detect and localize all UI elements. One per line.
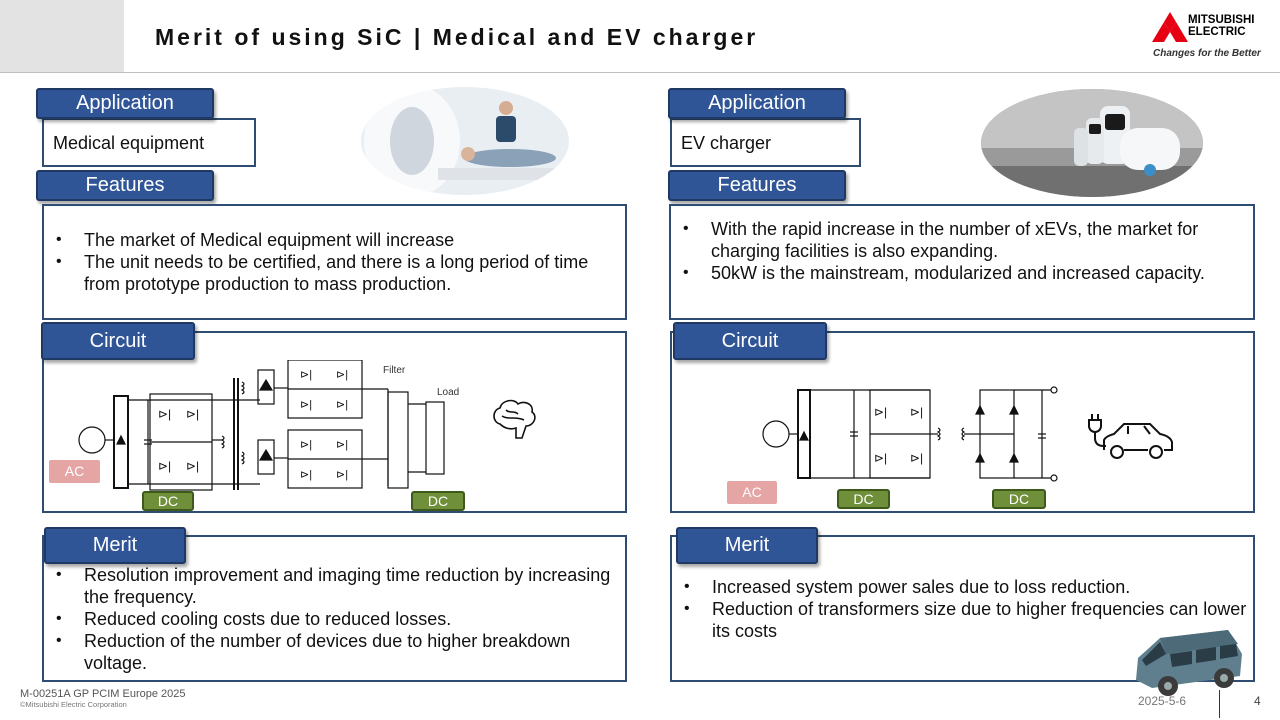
svg-text:⊳|: ⊳|	[874, 451, 887, 465]
van-illustration	[1136, 630, 1242, 696]
filter-label: Filter	[383, 365, 406, 376]
ev-charger-image	[981, 89, 1203, 197]
brain-icon	[493, 399, 536, 439]
list-item: Resolution improvement and imaging time …	[44, 564, 619, 608]
left-ac-badge: AC	[49, 460, 100, 483]
svg-text:⊳|: ⊳|	[336, 469, 348, 481]
logo-slogan: Changes for the Better	[1153, 48, 1261, 59]
list-item: 50kW is the mainstream, modularized and …	[671, 262, 1241, 284]
page-number: 4	[1254, 694, 1261, 708]
left-circuit-tab: Circuit	[41, 322, 195, 360]
list-item: Reduced cooling costs due to reduced los…	[44, 608, 619, 630]
ev-car-plug-icon	[1088, 414, 1173, 459]
footer-copyright: ©Mitsubishi Electric Corporation	[20, 700, 127, 709]
svg-text:⊳|: ⊳|	[300, 369, 312, 381]
right-dc-badge-2: DC	[992, 489, 1046, 509]
footer-divider	[1219, 690, 1220, 718]
svg-text:⊳|: ⊳|	[186, 459, 199, 473]
svg-text:⊳|: ⊳|	[158, 459, 171, 473]
left-features-list: The market of Medical equipment will inc…	[44, 229, 614, 295]
right-application-tab: Application	[668, 88, 846, 119]
svg-text:⊳|: ⊳|	[874, 405, 887, 419]
list-item: The market of Medical equipment will inc…	[44, 229, 614, 251]
right-ac-badge: AC	[727, 481, 777, 504]
right-features-tab: Features	[668, 170, 846, 201]
left-merit-list: Resolution improvement and imaging time …	[44, 564, 619, 674]
right-dc-badge-1: DC	[837, 489, 890, 509]
list-item: The unit needs to be certified, and ther…	[44, 251, 614, 295]
load-label: Load	[437, 387, 460, 398]
left-circuit-box	[42, 331, 627, 513]
page-title: Merit of using SiC | Medical and EV char…	[155, 24, 759, 50]
list-item: With the rapid increase in the number of…	[671, 218, 1241, 262]
header-divider	[0, 72, 1280, 73]
right-merit-tab: Merit	[676, 527, 818, 564]
medical-circuit-diagram: ⊳| ⊳| ⊳| ⊳| ⊳| ⊳| ⊳| ⊳| ⊳| ⊳| ⊳| ⊳|	[78, 360, 445, 491]
footer-doc-id: M-00251A GP PCIM Europe 2025	[20, 688, 186, 700]
svg-text:⊳|: ⊳|	[300, 469, 312, 481]
ev-charger-circuit-diagram: ⊳| ⊳| ⊳| ⊳|	[762, 386, 1058, 482]
right-features-box: With the rapid increase in the number of…	[669, 204, 1255, 320]
three-diamonds-icon	[1152, 12, 1188, 42]
right-features-list: With the rapid increase in the number of…	[671, 218, 1241, 284]
left-features-box: The market of Medical equipment will inc…	[42, 204, 627, 320]
left-dc-badge-1: DC	[142, 491, 194, 511]
right-application-box: EV charger	[670, 118, 861, 167]
left-dc-badge-2: DC	[411, 491, 465, 511]
medical-equipment-image	[361, 87, 569, 195]
footer-date: 2025-5-6	[1138, 694, 1187, 708]
list-item: Increased system power sales due to loss…	[672, 576, 1247, 598]
list-item: Reduction of transformers size due to hi…	[672, 598, 1247, 642]
svg-text:⊳|: ⊳|	[158, 407, 171, 421]
list-item: Reduction of the number of devices due t…	[44, 630, 619, 674]
left-merit-tab: Merit	[44, 527, 186, 564]
svg-text:⊳|: ⊳|	[186, 407, 199, 421]
header-gray-block	[0, 0, 124, 72]
mitsubishi-logo: MITSUBISHI ELECTRIC Changes for the Bett…	[1150, 12, 1265, 62]
svg-text:⊳|: ⊳|	[336, 439, 348, 451]
right-merit-list: Increased system power sales due to loss…	[672, 576, 1247, 642]
logo-text: MITSUBISHI ELECTRIC	[1188, 14, 1255, 38]
svg-text:⊳|: ⊳|	[910, 451, 923, 465]
svg-text:⊳|: ⊳|	[910, 405, 923, 419]
right-circuit-tab: Circuit	[673, 322, 827, 360]
svg-text:⊳|: ⊳|	[336, 369, 348, 381]
left-application-value: Medical equipment	[53, 133, 205, 153]
left-application-tab: Application	[36, 88, 214, 119]
svg-text:⊳|: ⊳|	[336, 399, 348, 411]
left-features-tab: Features	[36, 170, 214, 201]
svg-text:⊳|: ⊳|	[300, 399, 312, 411]
svg-text:⊳|: ⊳|	[300, 439, 312, 451]
right-application-value: EV charger	[681, 133, 772, 153]
left-application-box: Medical equipment	[42, 118, 256, 167]
